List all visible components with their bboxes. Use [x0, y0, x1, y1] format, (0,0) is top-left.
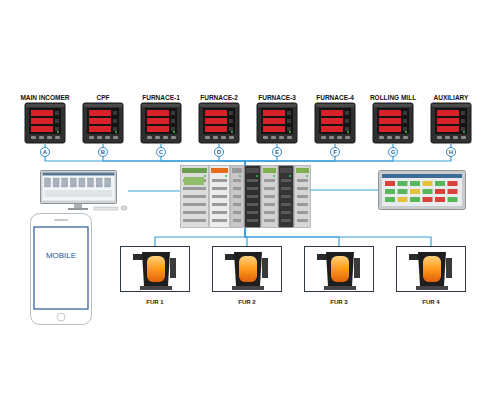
bus-line — [334, 144, 335, 147]
meter-label: MAIN INCOMER — [20, 94, 69, 102]
meter-illustration — [423, 94, 479, 144]
bus-line — [161, 157, 245, 165]
phone-node: MOBILE — [30, 213, 92, 325]
meter-illustration — [365, 94, 421, 144]
dot-node: G — [388, 147, 398, 157]
plc-illustration — [180, 165, 310, 228]
meter-node: MAIN INCOMER — [17, 94, 73, 144]
dot-node: A — [40, 147, 50, 157]
meter-label: FURNACE-3 — [258, 94, 296, 102]
bus-line — [45, 157, 245, 165]
bus-line — [128, 190, 180, 191]
phone-label: MOBILE — [46, 251, 76, 261]
phone-illustration — [30, 213, 92, 325]
bus-line — [276, 144, 277, 147]
meter-label: FURNACE-2 — [200, 94, 238, 102]
hmi-node — [378, 170, 466, 210]
meter-node: AUXILIARY — [423, 94, 479, 144]
meter-node: FURNACE-1 — [133, 94, 189, 144]
furnace-label: FUR 4 — [422, 298, 439, 306]
meter-node: FURNACE-4 — [307, 94, 363, 144]
bus-line — [392, 144, 393, 147]
dot-node: C — [156, 147, 166, 157]
callout-letter: E — [275, 147, 279, 157]
bus-line — [219, 157, 245, 165]
meter-node: FURNACE-2 — [191, 94, 247, 144]
furnace-node: FUR 4 — [396, 246, 466, 306]
meter-node: CPF — [75, 94, 131, 144]
furnace-illustration — [120, 246, 190, 306]
callout-letter: C — [159, 147, 163, 157]
meter-illustration — [191, 94, 247, 144]
dot-node: E — [272, 147, 282, 157]
plc-node — [180, 165, 310, 228]
callout-letter: D — [217, 147, 221, 157]
furnace-label: FUR 3 — [330, 298, 347, 306]
callout-letter: B — [101, 147, 105, 157]
bus-line — [160, 144, 161, 147]
bus-line — [450, 144, 451, 147]
meter-illustration — [307, 94, 363, 144]
meter-illustration — [17, 94, 73, 144]
bus-line — [218, 144, 219, 147]
callout-letter: A — [43, 147, 47, 157]
meter-illustration — [249, 94, 305, 144]
furnace-illustration — [304, 246, 374, 306]
dot-node: F — [330, 147, 340, 157]
meter-illustration — [133, 94, 189, 144]
furnace-label: FUR 2 — [238, 298, 255, 306]
furnace-illustration — [396, 246, 466, 306]
meter-label: CPF — [97, 94, 110, 102]
bus-line — [102, 144, 103, 147]
callout-letter: G — [391, 147, 396, 157]
meter-node: FURNACE-3 — [249, 94, 305, 144]
bus-line — [245, 228, 431, 246]
bus-line — [44, 144, 45, 147]
dot-node: D — [214, 147, 224, 157]
monitor-illustration — [40, 170, 128, 212]
hmi-illustration — [378, 170, 466, 210]
bus-line — [155, 228, 245, 246]
callout-letter: H — [449, 147, 453, 157]
dot-node: B — [98, 147, 108, 157]
meter-label: FURNACE-1 — [142, 94, 180, 102]
furnace-label: FUR 1 — [146, 298, 163, 306]
meter-label: ROLLING MILL — [370, 94, 416, 102]
meter-label: FURNACE-4 — [316, 94, 354, 102]
furnace-node: FUR 3 — [304, 246, 374, 306]
callout-letter: F — [333, 147, 337, 157]
furnace-node: FUR 2 — [212, 246, 282, 306]
meter-label: AUXILIARY — [434, 94, 469, 102]
dot-node: H — [446, 147, 456, 157]
monitor-node — [40, 170, 128, 212]
furnace-illustration — [212, 246, 282, 306]
meter-node: ROLLING MILL — [365, 94, 421, 144]
meter-illustration — [75, 94, 131, 144]
bus-line — [103, 157, 245, 165]
furnace-node: FUR 1 — [120, 246, 190, 306]
bus-line — [245, 157, 451, 165]
bus-line — [310, 189, 378, 190]
